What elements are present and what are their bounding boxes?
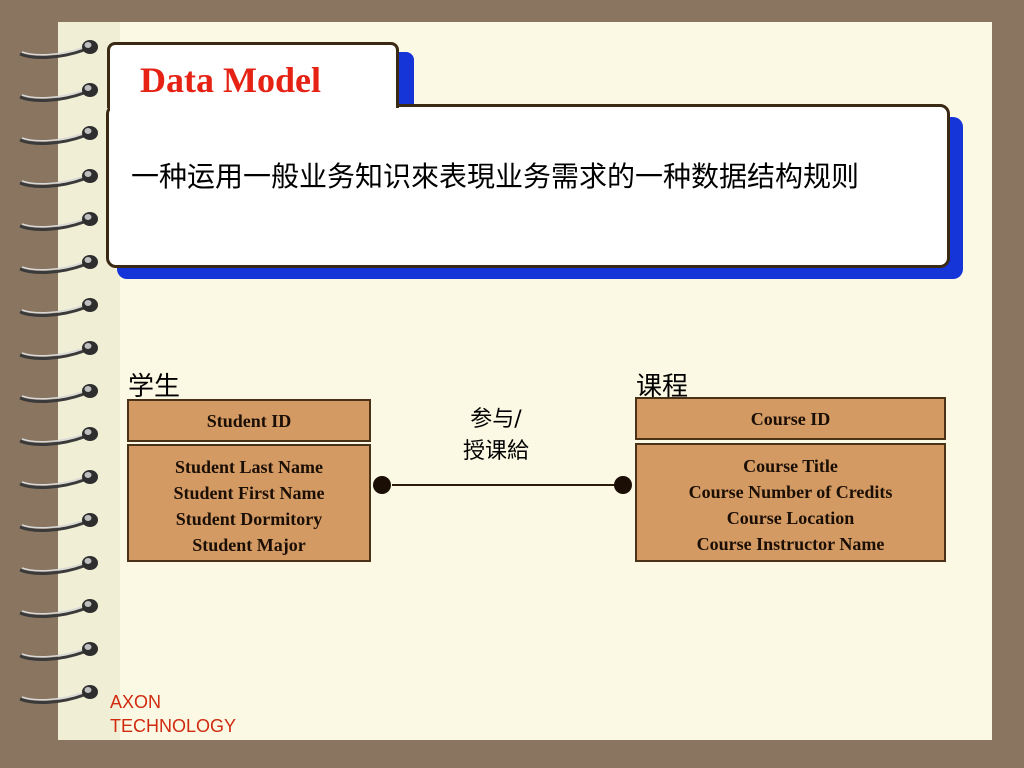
brand-line2: TECHNOLOGY: [110, 716, 237, 736]
relationship-line: [392, 484, 620, 486]
slide-title: Data Model: [140, 60, 321, 100]
spiral-binding-ring-icon: [19, 126, 98, 145]
spiral-binding-ring-icon: [19, 341, 98, 360]
tab-box-join: [110, 100, 396, 114]
student-attribute: Student Dormitory: [175, 509, 323, 529]
spiral-binding-ring-icon: [19, 212, 98, 231]
spiral-binding-ring-icon: [19, 599, 98, 618]
definition-box: 一种运用一般业务知识來表現业务需求的一种数据结构规则: [106, 104, 950, 268]
title-tab: Data Model: [107, 42, 399, 108]
course-attributes-box: Course Title Course Number of Credits Co…: [635, 443, 946, 562]
spiral-binding-ring-icon: [19, 83, 98, 102]
student-attribute-list: Student Last Name Student First Name Stu…: [129, 454, 369, 558]
student-attribute: Student Last Name: [174, 457, 323, 477]
student-key: Student ID: [206, 411, 292, 431]
spiral-binding-ring-icon: [19, 298, 98, 317]
course-attribute: Course Title: [743, 456, 838, 476]
relationship-endpoint-dot: [373, 476, 391, 494]
spiral-binding-ring-icon: [19, 384, 98, 403]
student-entity-name: 学生: [128, 372, 181, 402]
spiral-binding-ring-icon: [19, 470, 98, 489]
student-key-box: Student ID: [127, 399, 371, 442]
spiral-binding-ring-icon: [19, 255, 98, 274]
spiral-binding-ring-icon: [19, 685, 98, 704]
course-attribute-list: Course Title Course Number of Credits Co…: [637, 453, 944, 557]
course-key: Course ID: [750, 409, 831, 429]
spiral-binding-ring-icon: [19, 556, 98, 575]
course-key-box: Course ID: [635, 397, 946, 440]
student-attributes-box: Student Last Name Student First Name Stu…: [127, 444, 371, 562]
relationship-label: 参与/ 授课給: [448, 404, 544, 468]
relationship-endpoint-dot: [614, 476, 632, 494]
company-logo-text: AXON TECHNOLOGY: [110, 690, 236, 738]
spiral-binding-ring-icon: [19, 169, 98, 188]
student-attribute: Student Major: [192, 535, 306, 555]
student-attribute: Student First Name: [173, 483, 325, 503]
course-attribute: Course Location: [726, 508, 855, 528]
spiral-binding-ring-icon: [19, 40, 98, 59]
course-attribute: Course Instructor Name: [696, 534, 885, 554]
spiral-binding-ring-icon: [19, 427, 98, 446]
relationship-label-line2: 授课給: [462, 439, 529, 464]
spiral-binding-ring-icon: [19, 513, 98, 532]
spiral-binding-ring-icon: [19, 642, 98, 661]
brand-line1: AXON: [110, 692, 162, 712]
course-attribute: Course Number of Credits: [688, 482, 893, 502]
relationship-label-line1: 参与/: [470, 407, 522, 432]
definition-text: 一种运用一般业务知识來表現业务需求的一种数据结构规则: [131, 160, 860, 193]
